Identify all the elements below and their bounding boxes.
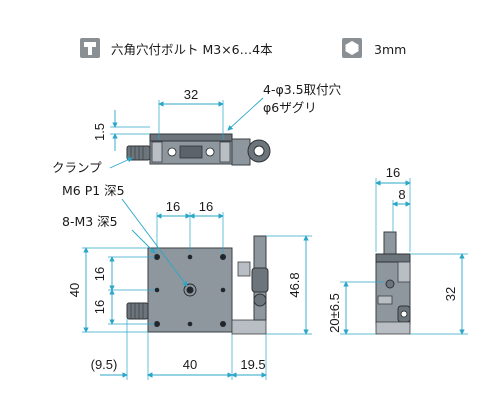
side-view-stage	[375, 231, 411, 335]
header-wrench-text: 3mm	[374, 42, 406, 57]
side-dim-top-half: 8	[398, 187, 405, 202]
front-dim-right-height: 46.8	[287, 272, 302, 297]
top-hole-note-2: φ6ザグリ	[263, 100, 317, 115]
front-dim-bottom-width: 40	[183, 357, 197, 372]
top-hole-note-1: 4-φ3.5取付穴	[263, 82, 342, 97]
front-dim-top-left: 16	[166, 199, 180, 214]
side-dim-right-height: 32	[443, 287, 458, 301]
top-dim-height: 1.5	[92, 123, 107, 141]
side-dim-top-total: 16	[386, 165, 400, 180]
front-dim-top-right: 16	[199, 199, 213, 214]
front-hole-note: 8-M3 深5	[62, 214, 118, 229]
front-dim-bottom-offset: (9.5)	[91, 357, 118, 372]
front-thread-note: M6 P1 深5	[62, 183, 125, 198]
header-wrench-icon	[342, 38, 362, 58]
front-dim-bottom-right: 19.5	[240, 357, 265, 372]
top-dim-width: 32	[184, 87, 198, 102]
front-view-stage	[126, 235, 269, 335]
top-clamp-label: クランプ	[52, 160, 102, 175]
front-dim-left-total: 40	[67, 283, 82, 297]
top-view-stage	[126, 133, 271, 166]
side-dim-left-height: 20±6.5	[327, 293, 342, 333]
front-dim-left-upper: 16	[92, 267, 107, 281]
front-dim-left-lower: 16	[92, 300, 107, 314]
header-bolt-icon	[80, 38, 100, 58]
header-bolt-text: 六角穴付ボルト M3×6…4本	[111, 42, 273, 57]
